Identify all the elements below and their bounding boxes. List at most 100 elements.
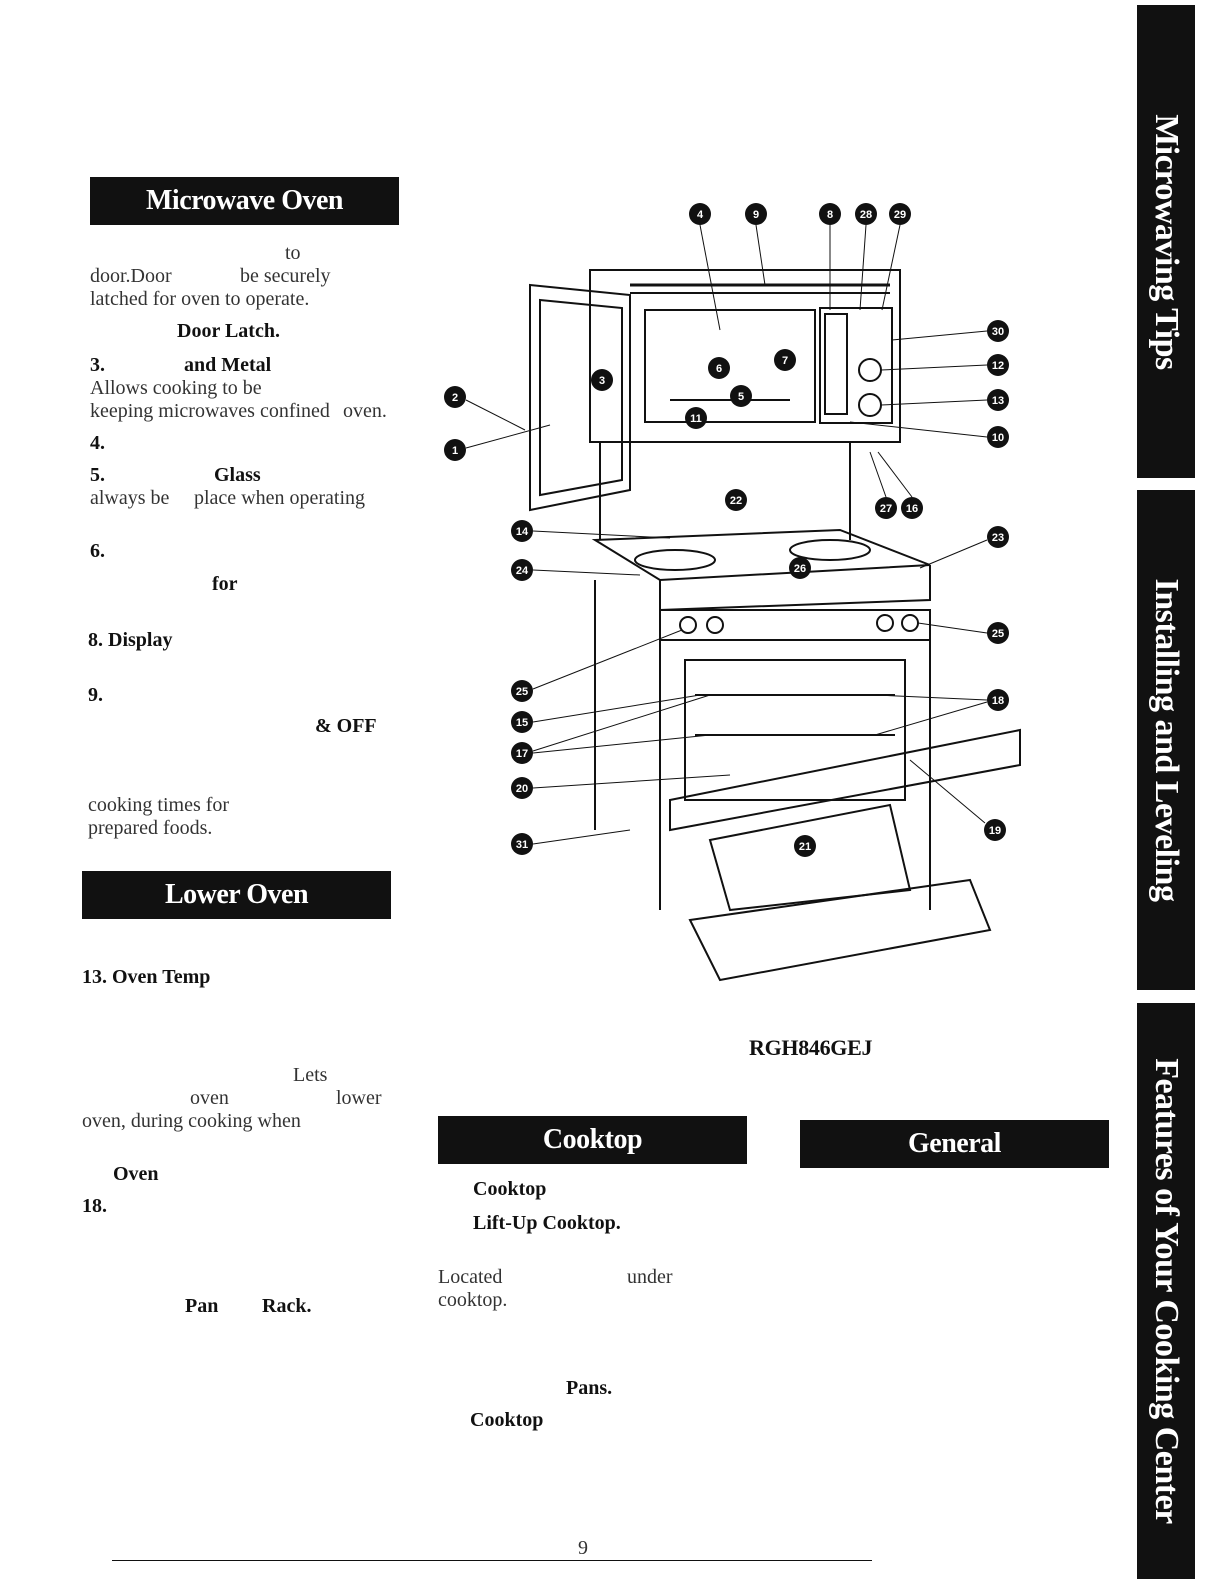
text-fragment: oven. xyxy=(343,400,387,422)
broiler-drawer xyxy=(708,803,912,912)
text-fragment: Pans. xyxy=(566,1377,613,1399)
callout-30: 30 xyxy=(891,320,1009,342)
svg-text:6: 6 xyxy=(716,363,722,375)
svg-text:27: 27 xyxy=(880,503,892,515)
callout-12: 12 xyxy=(880,354,1009,376)
section-title: Microwave Oven xyxy=(146,185,343,216)
callout-3: 3 xyxy=(591,369,613,391)
svg-text:4: 4 xyxy=(697,209,704,221)
callout-14: 14 xyxy=(511,520,671,542)
text-fragment: 3. xyxy=(90,354,105,376)
callout-29: 29 xyxy=(881,203,911,311)
callout-15: 15 xyxy=(511,694,701,733)
callout-11: 11 xyxy=(685,407,707,429)
callout-5: 5 xyxy=(730,385,752,407)
svg-text:3: 3 xyxy=(599,375,605,387)
cooktop xyxy=(591,528,931,582)
text-fragment: Lets xyxy=(293,1064,328,1086)
svg-text:25: 25 xyxy=(516,686,528,698)
text-fragment: Oven xyxy=(113,1163,159,1185)
oven-control-strip xyxy=(659,609,931,641)
text-fragment: under xyxy=(627,1266,673,1288)
svg-text:13: 13 xyxy=(992,395,1004,407)
tab-label: Features of Your Cooking Center xyxy=(1148,1058,1185,1524)
svg-text:20: 20 xyxy=(516,783,528,795)
callout-21: 21 xyxy=(794,835,816,857)
svg-text:14: 14 xyxy=(516,526,529,538)
tab-installing-and-leveling[interactable]: Installing and Leveling xyxy=(1137,490,1195,990)
text-fragment: Cooktop xyxy=(473,1178,547,1200)
callout-7: 7 xyxy=(774,349,796,371)
section-header-microwave-oven: Microwave Oven xyxy=(90,177,399,225)
svg-text:26: 26 xyxy=(794,563,806,575)
text-fragment: oven xyxy=(190,1087,229,1109)
text-fragment: latched for oven to operate. xyxy=(90,288,310,310)
svg-text:7: 7 xyxy=(782,355,788,367)
tab-label: Installing and Leveling xyxy=(1148,578,1185,902)
svg-text:2: 2 xyxy=(452,392,458,404)
svg-text:18: 18 xyxy=(992,695,1004,707)
svg-text:16: 16 xyxy=(906,503,918,515)
svg-text:29: 29 xyxy=(894,209,906,221)
callout-19: 19 xyxy=(909,759,1006,841)
model-number: RGH846GEJ xyxy=(749,1035,873,1060)
text-fragment: door.Door xyxy=(90,265,172,287)
svg-text:1: 1 xyxy=(452,445,458,457)
callout-8: 8 xyxy=(819,203,841,310)
callout-markers: 4 9 8 28 29 30 12 13 10 2 1 3 6 7 5 11 2… xyxy=(444,203,1009,857)
text-fragment: 5. xyxy=(90,464,105,486)
section-header-general: General xyxy=(800,1120,1109,1168)
svg-text:12: 12 xyxy=(992,360,1004,372)
callout-10: 10 xyxy=(849,421,1009,448)
callout-6: 6 xyxy=(708,357,730,379)
text-fragment: always be xyxy=(90,487,170,509)
text-fragment: cooktop. xyxy=(438,1289,508,1311)
text-fragment: 13. Oven Temp xyxy=(82,966,211,988)
tab-label: Microwaving Tips xyxy=(1148,113,1185,370)
svg-text:15: 15 xyxy=(516,717,528,729)
svg-text:17: 17 xyxy=(516,748,528,760)
callout-20: 20 xyxy=(511,774,731,799)
svg-text:28: 28 xyxy=(860,209,872,221)
text-fragment: oven, during cooking when xyxy=(82,1110,301,1132)
text-fragment: Rack. xyxy=(262,1295,312,1317)
svg-text:24: 24 xyxy=(516,565,529,577)
svg-text:31: 31 xyxy=(516,839,528,851)
microwave-interior xyxy=(644,309,816,423)
page-number: 9 xyxy=(578,1537,588,1559)
text-fragment: Located xyxy=(438,1266,503,1288)
oven-door xyxy=(669,728,1021,832)
svg-text:8: 8 xyxy=(827,209,833,221)
tab-features-of-your-cooking-center[interactable]: Features of Your Cooking Center xyxy=(1137,1003,1195,1579)
svg-text:25: 25 xyxy=(992,628,1004,640)
section-title: General xyxy=(908,1128,1001,1159)
text-fragment: keeping microwaves confined xyxy=(90,400,330,422)
storage-drawer xyxy=(688,878,992,982)
callout-27: 27 xyxy=(869,451,897,519)
callout-28: 28 xyxy=(855,203,877,311)
text-fragment: and Metal xyxy=(184,354,272,376)
callout-23: 23 xyxy=(919,526,1009,569)
callout-26: 26 xyxy=(789,557,811,579)
svg-text:23: 23 xyxy=(992,532,1004,544)
text-fragment: for xyxy=(212,573,238,595)
cooking-center-diagram: 4 9 8 28 29 30 12 13 10 2 1 3 6 7 5 11 2… xyxy=(444,203,1021,982)
text-fragment: Lift-Up Cooktop. xyxy=(473,1212,621,1234)
section-title: Cooktop xyxy=(542,1124,643,1155)
callout-18: 18 xyxy=(874,689,1009,736)
text-fragment: to xyxy=(285,242,301,264)
callout-31: 31 xyxy=(511,829,631,855)
microwave-door xyxy=(529,283,631,512)
svg-text:10: 10 xyxy=(992,432,1004,444)
tab-microwaving-tips[interactable]: Microwaving Tips xyxy=(1137,5,1195,478)
text-fragment: Cooktop xyxy=(470,1409,544,1431)
text-fragment: 4. xyxy=(90,432,105,454)
microwave-cabinet xyxy=(589,269,901,443)
svg-text:30: 30 xyxy=(992,326,1004,338)
oven-cavity xyxy=(684,659,906,801)
text-fragment: 8. Display xyxy=(88,629,173,651)
section-title: Lower Oven xyxy=(164,879,309,910)
svg-text:21: 21 xyxy=(799,841,811,853)
bottom-rule xyxy=(432,1560,872,1561)
callout-25-right: 25 xyxy=(917,622,1009,644)
